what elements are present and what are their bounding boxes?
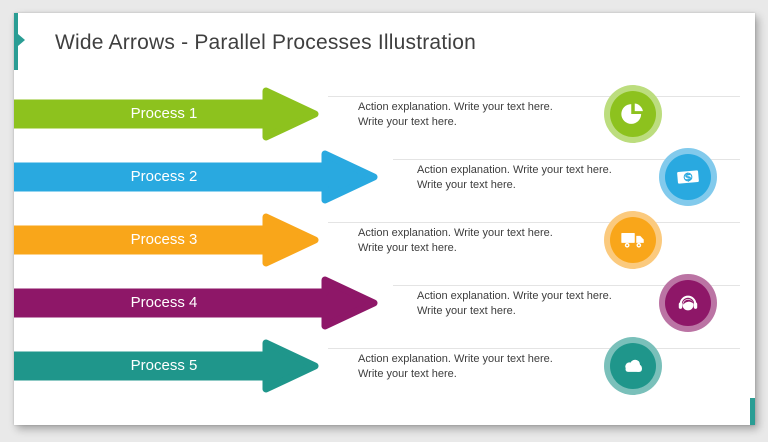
process-arrow [14,87,319,141]
action-text-line1: Action explanation. Write your text here… [358,101,553,113]
action-text-line1: Action explanation. Write your text here… [358,227,553,239]
process-arrow [14,213,319,267]
icon-circle [610,91,656,137]
process-label: Process 4 [130,294,198,311]
action-text: Action explanation. Write your text here… [358,352,553,382]
support-headset-icon [659,274,717,332]
process-row-2: Process 2 Action explanation. Write your… [14,148,755,206]
row-divider [328,96,740,97]
accent-bar [750,398,755,425]
action-text: Action explanation. Write your text here… [358,226,553,256]
process-label: Process 5 [130,357,198,374]
action-text-line2: Write your text here. [417,305,516,317]
process-label: Process 2 [130,168,198,185]
action-text-line1: Action explanation. Write your text here… [417,290,612,302]
action-text-line2: Write your text here. [358,368,457,380]
action-text: Action explanation. Write your text here… [417,289,612,319]
process-arrow [14,150,378,204]
truck-icon [604,211,662,269]
process-row-4: Process 4 Action explanation. Write your… [14,274,755,332]
action-text-line2: Write your text here. [417,179,516,191]
action-text: Action explanation. Write your text here… [358,100,553,130]
process-label: Process 1 [130,105,198,122]
process-row-1: Process 1 Action explanation. Write your… [14,85,755,143]
row-divider [393,285,740,286]
slide-title: Wide Arrows - Parallel Processes Illustr… [55,31,476,54]
process-label: Process 3 [130,231,198,248]
banknote-icon: $ [659,148,717,206]
icon-circle [610,217,656,263]
process-row-5: Process 5 Action explanation. Write your… [14,337,755,395]
row-divider [393,159,740,160]
icon-circle [610,343,656,389]
action-text-line1: Action explanation. Write your text here… [358,353,553,365]
action-text-line2: Write your text here. [358,116,457,128]
pie-chart-icon [604,85,662,143]
action-text: Action explanation. Write your text here… [417,163,612,193]
row-divider [328,222,740,223]
bookmark-arrow-icon [14,13,26,75]
process-row-3: Process 3 Action explanation. Write your… [14,211,755,269]
action-text-line1: Action explanation. Write your text here… [417,164,612,176]
icon-circle: $ [665,154,711,200]
row-divider [328,348,740,349]
process-arrow [14,339,319,393]
svg-text:$: $ [684,172,692,184]
slide-canvas: Wide Arrows - Parallel Processes Illustr… [14,13,755,425]
icon-circle [665,280,711,326]
cloud-icon [604,337,662,395]
action-text-line2: Write your text here. [358,242,457,254]
process-arrow [14,276,378,330]
